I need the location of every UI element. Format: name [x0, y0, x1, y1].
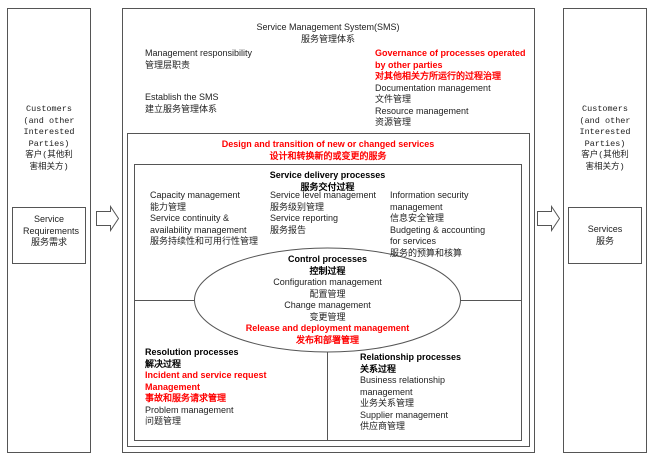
design-zh: 设计和转换新的或变更的服务 [269, 150, 387, 161]
item-en: Capacity management [150, 190, 241, 200]
design-en: Design and transition of new or changed … [221, 139, 435, 149]
release-en: Release and deployment management [245, 323, 410, 333]
control-ellipse [194, 247, 461, 353]
item-en: Service reporting [270, 213, 339, 223]
services-label: Services [587, 224, 623, 234]
governance-zh: 对其他相关方所运行的过程治理 [375, 71, 502, 81]
services: Services 服务 [569, 224, 641, 247]
governance: Governance of processes operated by othe… [375, 48, 533, 129]
sms-title-zh: 服务管理体系 [300, 33, 355, 44]
control-title-zh: 控制过程 [309, 265, 346, 276]
sms-box [122, 8, 535, 453]
relationship-title-zh: 关系过程 [360, 363, 397, 374]
governance-en: Governance of processes operated by othe… [375, 48, 526, 70]
item-zh: 资源管理 [375, 117, 412, 127]
services-label-zh: 服务 [595, 235, 614, 246]
item-en: Supplier management [360, 409, 449, 420]
customers-left: Customers (and other Interested Parties)… [8, 104, 90, 173]
item-zh: 管理层职责 [145, 59, 191, 70]
arrow-right-icon [96, 204, 120, 233]
design-box [127, 133, 530, 447]
item-en: Management responsibility [145, 48, 253, 58]
item-zh: 服务级别管理 [270, 201, 325, 212]
relationship-processes: Relationship processes 关系过程 Business rel… [360, 352, 465, 433]
item-en: Budgeting & accounting for services [390, 224, 486, 247]
requirements-box [12, 207, 86, 264]
customers-left-box [7, 8, 91, 453]
item-en: Configuration management [273, 277, 382, 287]
customers-label-zh: 客户(其他利害相关方) [25, 150, 73, 172]
resolution-processes: Resolution processes 解决过程 Incident and s… [145, 347, 285, 428]
sms-title: Service Management System(SMS) 服务管理体系 [122, 22, 534, 45]
resolution-title-zh: 解决过程 [145, 358, 182, 369]
resolution-title-en: Resolution processes [145, 347, 239, 357]
delivery-title-zh: 服务交付过程 [300, 181, 355, 192]
item-zh: 配置管理 [309, 288, 346, 299]
item-zh: 能力管理 [150, 201, 187, 212]
item-en: Establish the SMS [145, 92, 219, 102]
service-requirements: Service Requirements 服务需求 [13, 214, 85, 249]
item-zh: 问题管理 [145, 416, 182, 426]
delivery-title-en: Service delivery processes [269, 170, 386, 180]
item-zh: 服务的预算和核算 [390, 247, 463, 258]
item-en: Documentation management [375, 82, 491, 93]
relationship-title-en: Relationship processes [360, 352, 462, 362]
item-en: Change management [284, 300, 371, 310]
item-en: Problem management [145, 404, 234, 415]
requirements-label: Service Requirements [23, 214, 80, 236]
control-processes: Control processes 控制过程 Configuration man… [200, 254, 455, 346]
item-zh: 供应商管理 [360, 421, 406, 431]
incident-zh: 事故和服务请求管理 [145, 393, 227, 403]
item-zh: 文件管理 [375, 94, 412, 104]
arrow-right-icon [537, 204, 561, 233]
customers-label: Customers (and other Interested Parties) [579, 104, 631, 149]
design-transition: Design and transition of new or changed … [127, 139, 529, 162]
customers-label: Customers (and other Interested Parties) [23, 104, 75, 149]
control-title-en: Control processes [287, 254, 368, 264]
item-en: Information security management [390, 190, 469, 212]
item-zh: 变更管理 [309, 311, 346, 322]
delivery-title: Service delivery processes 服务交付过程 [134, 170, 521, 193]
customers-right-box [563, 8, 647, 453]
services-box [568, 207, 642, 264]
incident-en: Incident and service request Management [145, 370, 267, 392]
item-en: Business relationship management [360, 375, 446, 397]
customers-label-zh: 客户(其他利害相关方) [581, 150, 629, 172]
item-zh: 信息安全管理 [390, 213, 445, 223]
item-en: Service level management [270, 190, 377, 200]
item-en: Service continuity & availability manage… [150, 213, 247, 235]
item-zh: 建立服务管理体系 [145, 103, 218, 114]
release-zh: 发布和部署管理 [295, 334, 359, 345]
sms-title-en: Service Management System(SMS) [256, 22, 400, 32]
item-zh: 服务持续性和可用行性管理 [150, 236, 259, 246]
item-en: Resource management [375, 105, 469, 116]
item-zh: 服务报告 [270, 224, 307, 235]
item-zh: 业务关系管理 [360, 398, 415, 408]
customers-right: Customers (and other Interested Parties)… [564, 104, 646, 173]
requirements-label-zh: 服务需求 [30, 237, 67, 247]
